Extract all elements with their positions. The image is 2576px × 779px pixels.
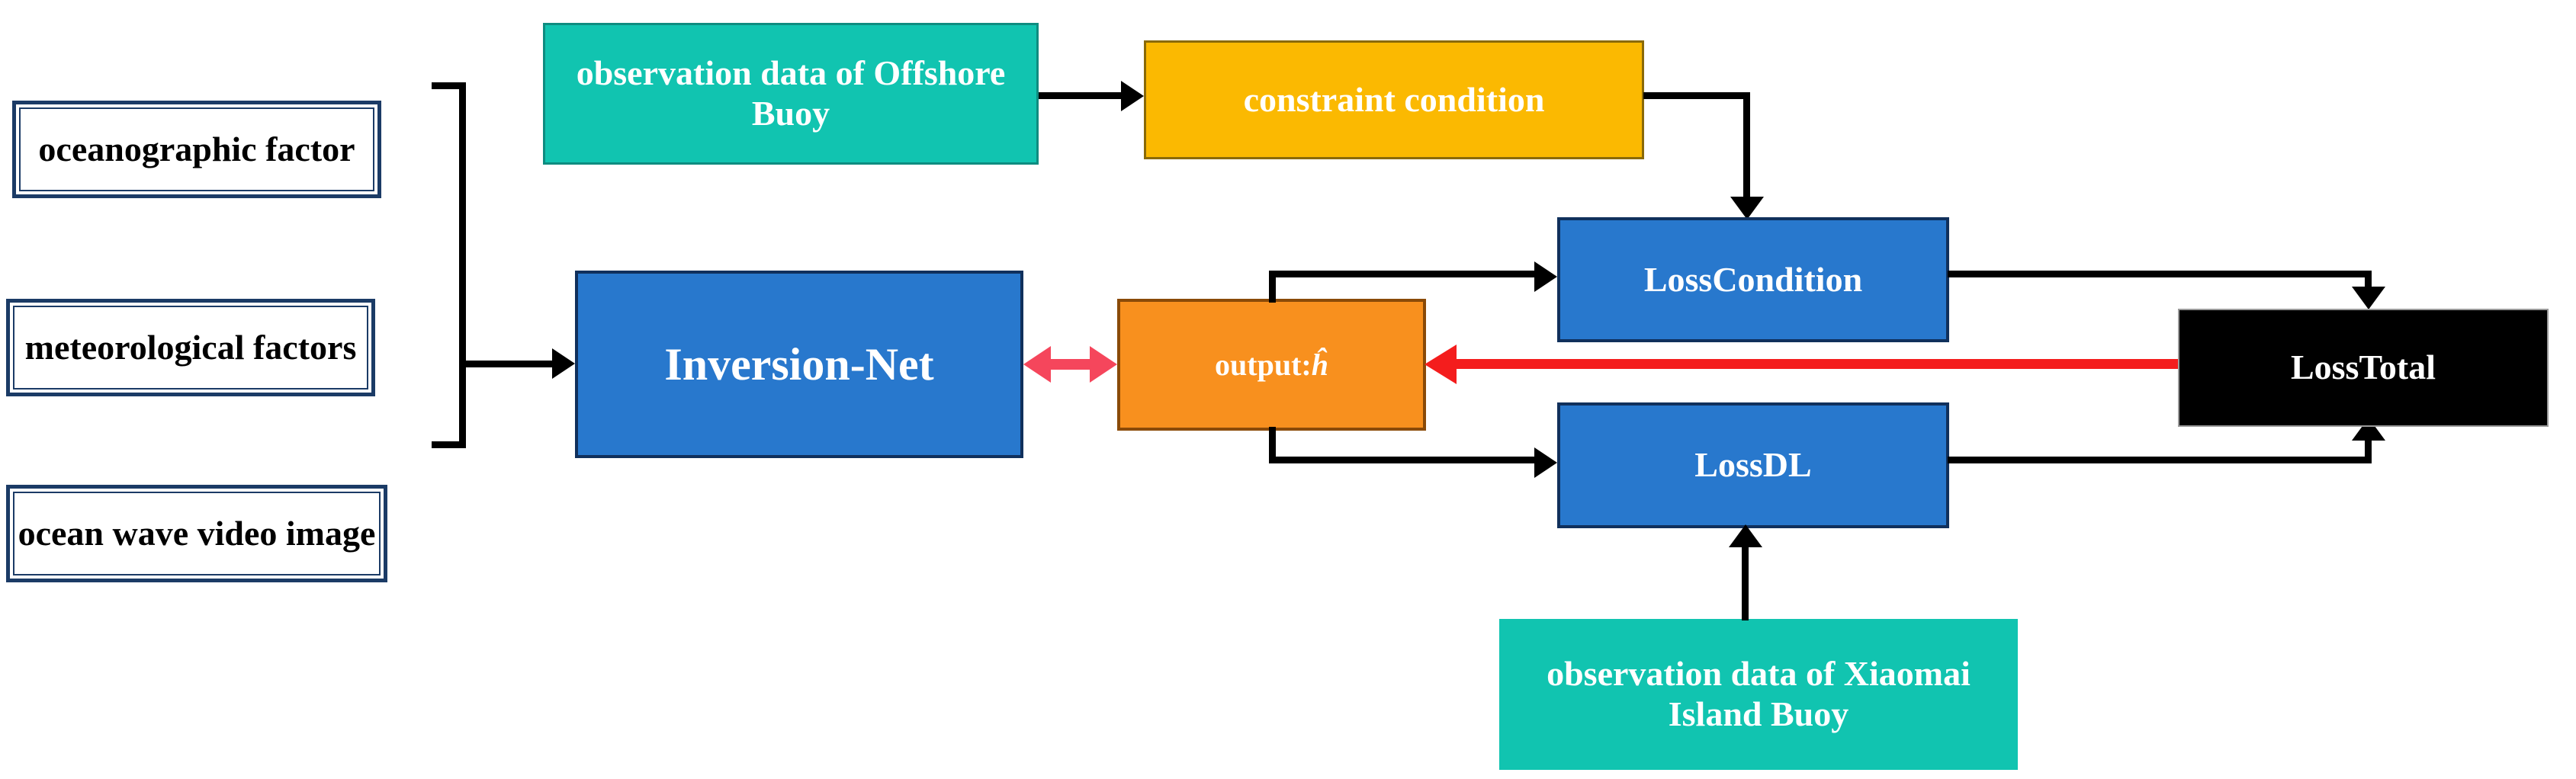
node-inversion-net[interactable]: Inversion-Net [575,271,1023,458]
edge-output-to-lossdl-arrowhead [1534,447,1557,478]
edge-output-to-lossdl-v [1269,427,1276,463]
edge-constraint-to-losscondition-v [1743,92,1750,200]
node-loss-dl[interactable]: LossDL [1557,402,1949,528]
edge-losstotal-to-output-line [1453,359,2178,369]
edge-losstotal-to-output-arrowhead [1425,345,1457,384]
node-observation-xiaomai-island-buoy[interactable]: observation data of Xiaomai Island Buoy [1499,619,2018,770]
bracket-spine [459,82,466,448]
node-label: observation data of Offshore Buoy [576,53,1006,133]
node-loss-condition[interactable]: LossCondition [1557,217,1949,342]
edge-xiaomai-buoy-to-lossdl-v [1742,546,1749,620]
node-meteorological-factors[interactable]: meteorological factors [6,299,375,396]
edge-output-to-lossdl-h [1269,457,1540,463]
node-label: oceanographic factor [38,129,355,168]
edge-constraint-to-losscondition-arrowhead [1730,197,1764,220]
node-label: meteorological factors [24,327,357,367]
node-constraint-condition[interactable]: constraint condition [1144,40,1644,159]
edge-losscondition-to-losstotal-arrowhead [2352,287,2385,309]
node-loss-total[interactable]: LossTotal [2178,309,2549,427]
edge-lossdl-to-losstotal-h [1948,457,2372,463]
edge-offshore-buoy-to-constraint-arrowhead [1121,81,1144,111]
edge-inputs-to-inversion-net [459,361,554,367]
edge-inputs-to-inversion-net-arrowhead [552,348,575,379]
edge-offshore-buoy-to-constraint [1039,92,1124,99]
node-output[interactable]: output:ĥ [1117,299,1426,431]
edge-output-to-losscondition-arrowhead [1534,261,1557,292]
node-label: ocean wave video image [18,513,376,553]
node-label: observation data of Xiaomai Island Buoy [1547,654,1971,733]
edge-inversion-net-output-arrowhead-right [1090,346,1117,383]
node-label: LossDL [1694,445,1812,485]
node-label: LossCondition [1643,259,1863,299]
output-symbol: ĥ [1311,347,1328,382]
edge-output-to-losscondition-v [1269,271,1276,303]
edge-losscondition-to-losstotal-h [1948,271,2372,277]
edge-output-to-losscondition-h [1269,271,1540,277]
node-label: output: [1215,347,1312,382]
node-oceanographic-factor[interactable]: oceanographic factor [12,101,381,198]
node-observation-offshore-buoy[interactable]: observation data of Offshore Buoy [543,23,1039,165]
node-ocean-wave-video-image[interactable]: ocean wave video image [6,485,387,582]
node-label: constraint condition [1243,79,1545,119]
edge-losscondition-to-losstotal-v [2365,271,2372,290]
bracket-top-arm [432,82,466,89]
bracket-bottom-arm [432,441,466,448]
edge-xiaomai-buoy-to-lossdl-arrowhead [1729,524,1762,547]
node-label: Inversion-Net [664,338,934,390]
edge-constraint-to-losscondition-h [1643,92,1750,99]
edge-lossdl-to-losstotal-v [2365,438,2372,461]
edge-inversion-net-output-arrowhead-left [1023,346,1051,383]
node-label: LossTotal [2290,348,2436,387]
